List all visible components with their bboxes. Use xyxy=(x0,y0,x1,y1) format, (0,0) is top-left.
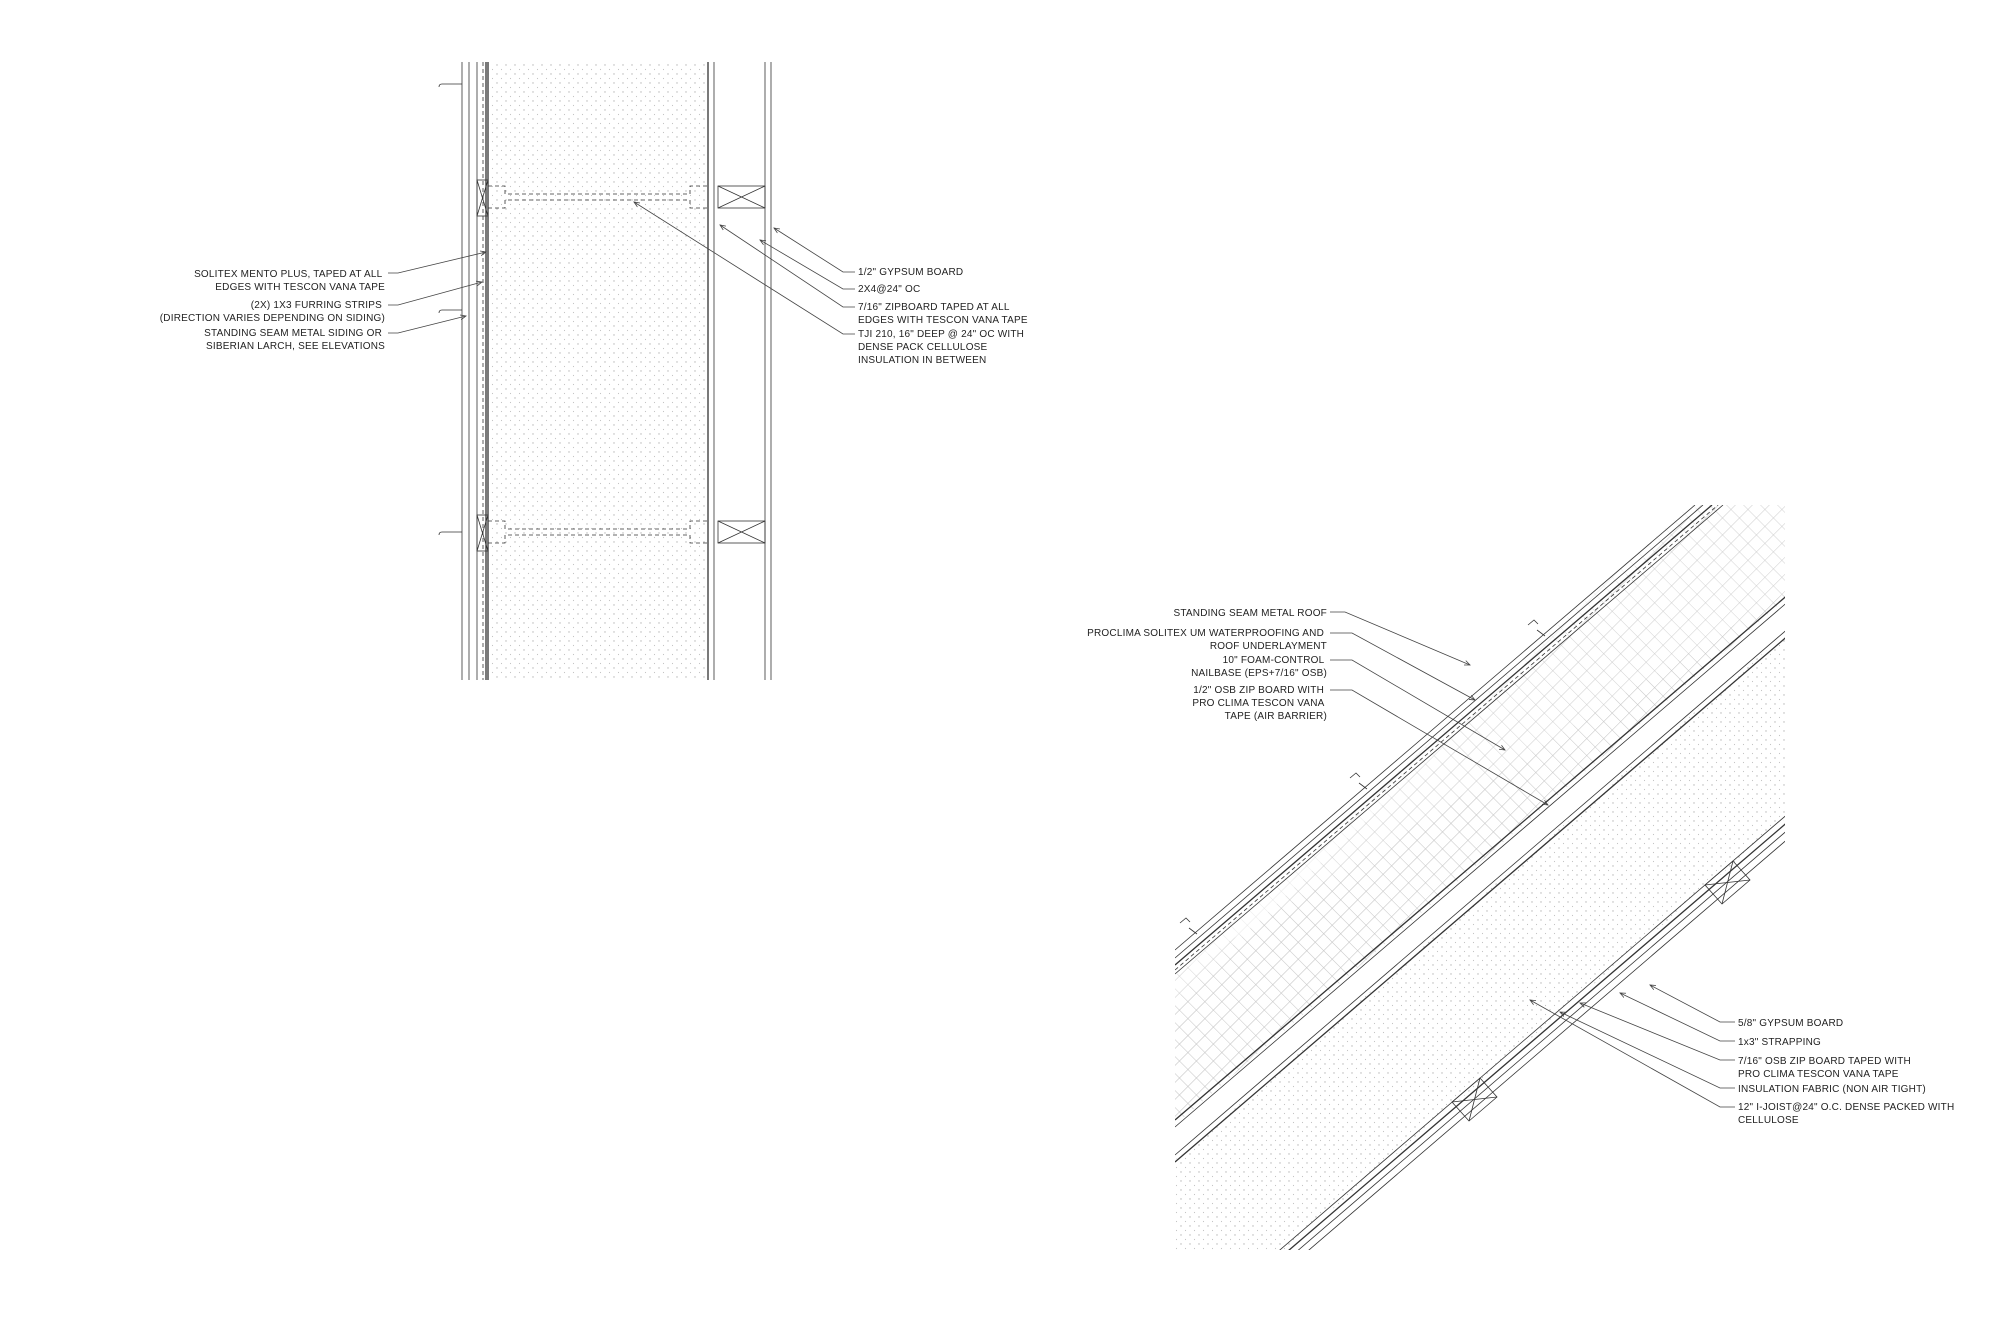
roof-label-underlayment: PROCLIMA SOLITEX UM WATERPROOFING AND RO… xyxy=(1087,628,1327,652)
siding-clips xyxy=(438,83,462,536)
roof-left-leaders xyxy=(1330,611,1548,805)
roof-right-labels: 5/8" GYPSUM BOARD 1x3" STRAPPING 7/16" O… xyxy=(1738,1018,1957,1126)
roof-label-foam-nailbase: 10" FOAM-CONTROL NAILBASE (EPS+7/16" OSB… xyxy=(1191,655,1327,679)
roof-interior-layers xyxy=(1279,815,1785,1250)
wall-siding-layers xyxy=(461,62,487,680)
roof-label-i-joist: 12" I-JOIST@24" O.C. DENSE PACKED WITH C… xyxy=(1738,1102,1957,1126)
roof-label-strapping: 1x3" STRAPPING xyxy=(1738,1037,1821,1048)
roof-label-metal-roof: STANDING SEAM METAL ROOF xyxy=(1173,608,1327,619)
wall-label-tji: TJI 210, 16" DEEP @ 24" OC WITH DENSE PA… xyxy=(858,329,1027,366)
wall-left-labels: SOLITEX MENTO PLUS, TAPED AT ALL EDGES W… xyxy=(160,269,385,352)
wall-label-siding: STANDING SEAM METAL SIDING OR SIBERIAN L… xyxy=(204,328,385,352)
wall-right-leaders xyxy=(634,202,855,335)
wall-label-furring: (2X) 1X3 FURRING STRIPS (DIRECTION VARIE… xyxy=(160,300,385,324)
wall-section-detail xyxy=(388,62,855,680)
roof-label-zip-board: 1/2" OSB ZIP BOARD WITH PRO CLIMA TESCON… xyxy=(1192,685,1327,722)
2x4-studs xyxy=(717,185,766,544)
roof-label-gypsum: 5/8" GYPSUM BOARD xyxy=(1738,1018,1843,1029)
wall-label-gypsum: 1/2" GYPSUM BOARD xyxy=(858,267,963,278)
roof-seam-clips xyxy=(1179,619,1546,935)
wall-label-solitex: SOLITEX MENTO PLUS, TAPED AT ALL EDGES W… xyxy=(194,269,385,293)
wall-label-zipboard: 7/16" ZIPBOARD TAPED AT ALL EDGES WITH T… xyxy=(858,302,1028,326)
wall-right-labels: 1/2" GYPSUM BOARD 2X4@24" OC 7/16" ZIPBO… xyxy=(858,267,1028,366)
wall-label-2x4: 2X4@24" OC xyxy=(858,284,920,295)
wall-interior-layers xyxy=(764,62,772,680)
roof-label-osb-zip: 7/16" OSB ZIP BOARD TAPED WITH PRO CLIMA… xyxy=(1738,1056,1914,1080)
roof-right-leaders xyxy=(1530,985,1735,1108)
roof-strapping-blocks xyxy=(1451,860,1751,1122)
roof-label-insulation-fabric: INSULATION FABRIC (NON AIR TIGHT) xyxy=(1738,1084,1926,1095)
roof-cellulose-insulation xyxy=(1175,634,1785,1250)
roof-metal-layers xyxy=(1175,505,1724,975)
wall-left-leaders xyxy=(388,252,486,334)
roof-section-detail xyxy=(1175,505,1785,1250)
roof-osb-layers xyxy=(1175,596,1785,1163)
wall-cellulose-insulation xyxy=(488,62,708,680)
tji-joists xyxy=(487,185,709,544)
roof-left-labels: STANDING SEAM METAL ROOF PROCLIMA SOLITE… xyxy=(1087,608,1327,722)
